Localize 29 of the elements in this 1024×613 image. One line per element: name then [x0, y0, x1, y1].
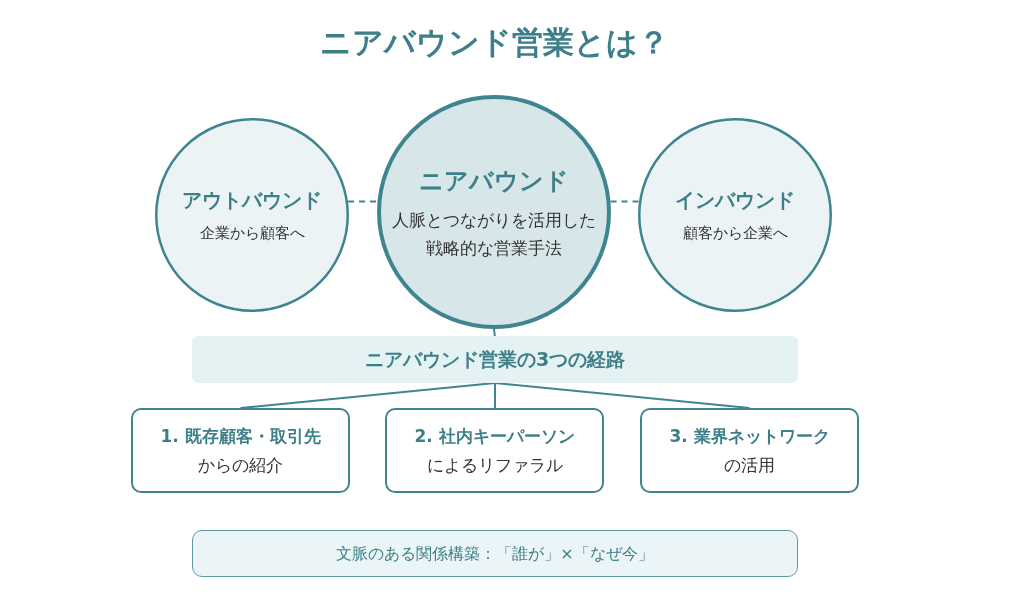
node-heading: 3. 業界ネットワーク [669, 424, 830, 448]
concept-circle [155, 118, 349, 312]
heading-band [192, 336, 798, 383]
connector-line [239, 382, 496, 409]
route-box [385, 408, 604, 493]
concept-circle [638, 118, 832, 312]
title: ニアバウンド営業とは？ [318, 23, 670, 62]
node-heading: インバウンド [675, 187, 795, 215]
node-text: 人脈とつながりを活用した戦略的な営業手法 [391, 208, 597, 261]
connector-line [493, 328, 496, 337]
connector-line [494, 382, 751, 409]
node-text: 顧客から企業へ [682, 223, 788, 245]
node-text: の活用 [724, 453, 775, 477]
node-heading: 2. 社内キーパーソン [414, 424, 575, 448]
node-text: 文脈のある関係構築：「誰が」×「なぜ今」 [336, 542, 654, 565]
node-heading: ニアバウンド営業の3つの経路 [364, 347, 626, 373]
connector-line [347, 200, 379, 203]
summary-box [192, 530, 798, 577]
node-heading: 1. 既存顧客・取引先 [160, 424, 321, 448]
route-box [131, 408, 350, 493]
node-text: からの紹介 [198, 453, 283, 477]
connector-line [494, 382, 496, 409]
node-heading: アウトバウンド [182, 187, 322, 215]
node-heading: ニアバウンド [419, 165, 569, 197]
node-text: によるリファラル [426, 453, 563, 477]
concept-circle [377, 95, 611, 329]
route-box [640, 408, 859, 493]
node-text: 企業から顧客へ [199, 223, 305, 245]
connector-line [609, 200, 640, 203]
